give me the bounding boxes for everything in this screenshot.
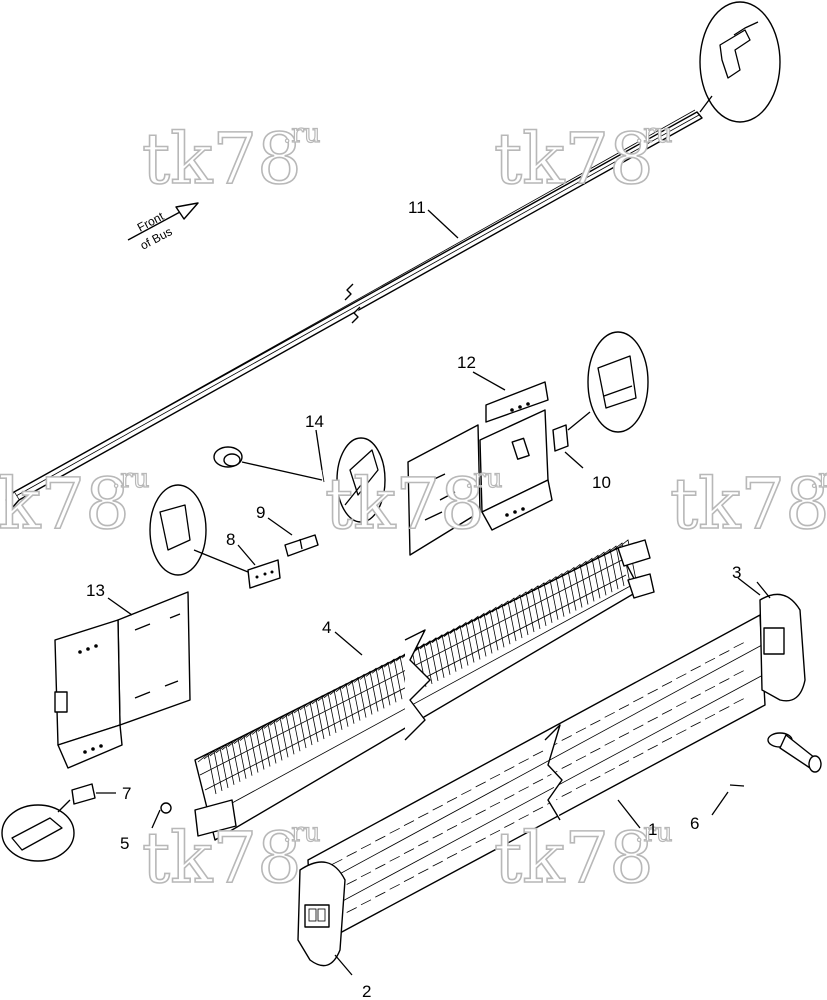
part-10-clip — [552, 331, 649, 452]
svg-text:.ru: .ru — [283, 818, 320, 848]
watermark-3: tk78.ru — [0, 462, 150, 546]
svg-text:tk78: tk78 — [325, 463, 485, 545]
svg-text:tk78: tk78 — [494, 118, 654, 200]
watermark-1: tk78.ru — [141, 117, 321, 201]
front-of-bus-arrow: Front of Bus — [127, 202, 199, 253]
callout-9: 9 — [256, 503, 265, 522]
svg-text:tk78: tk78 — [0, 463, 130, 545]
callout-8: 8 — [226, 530, 235, 549]
watermark-6: tk78.ru — [141, 816, 321, 900]
svg-text:tk78: tk78 — [670, 463, 827, 545]
part-11-rail — [5, 109, 703, 509]
part-7-clip — [1, 783, 96, 862]
part-12-bracket — [407, 381, 553, 556]
callout-4: 4 — [322, 618, 331, 637]
svg-text:.ru: .ru — [112, 464, 149, 494]
part-3-endcap — [756, 581, 806, 702]
watermark-4: tk78.ru — [324, 462, 503, 546]
callout-12: 12 — [457, 353, 476, 372]
callout-3: 3 — [732, 563, 741, 582]
svg-text:.ru: .ru — [635, 119, 672, 149]
callout-14: 14 — [305, 412, 324, 431]
callout-6: 6 — [690, 814, 699, 833]
svg-text:.ru: .ru — [465, 464, 502, 494]
callout-2: 2 — [362, 982, 371, 1000]
part-4-coil — [194, 539, 655, 841]
callout-7: 7 — [122, 784, 131, 803]
part-8-clip — [149, 484, 281, 589]
svg-text:.ru: .ru — [635, 818, 672, 848]
part-9-clip — [284, 534, 319, 557]
callout-13: 13 — [86, 581, 105, 600]
part-2-endcap — [297, 861, 353, 976]
detail-circle-11 — [699, 1, 781, 123]
leader-lines — [96, 209, 761, 829]
svg-text:tk78: tk78 — [142, 118, 302, 200]
watermark-5: tk78.ru — [669, 462, 827, 546]
callout-1: 1 — [648, 820, 657, 839]
svg-text:tk78: tk78 — [494, 817, 654, 899]
svg-text:.ru: .ru — [810, 464, 827, 494]
part-6-plug — [711, 732, 822, 816]
watermark-7: tk78.ru — [493, 816, 673, 900]
callout-11: 11 — [408, 198, 426, 217]
callout-10: 10 — [592, 473, 611, 492]
watermark-2: tk78.ru — [493, 117, 673, 201]
callout-labels: 1 2 3 4 5 6 7 8 9 10 11 12 13 14 — [86, 198, 741, 1000]
part-13-bracket — [54, 591, 191, 769]
part-1-cover — [307, 614, 766, 949]
svg-text:.ru: .ru — [283, 119, 320, 149]
part-14-cap — [213, 437, 386, 523]
part-5-clamp — [151, 802, 172, 829]
svg-text:tk78: tk78 — [142, 817, 302, 899]
callout-5: 5 — [120, 834, 129, 853]
watermarks: tk78.ru tk78.ru tk78.ru tk78.ru tk78.ru … — [0, 117, 827, 900]
